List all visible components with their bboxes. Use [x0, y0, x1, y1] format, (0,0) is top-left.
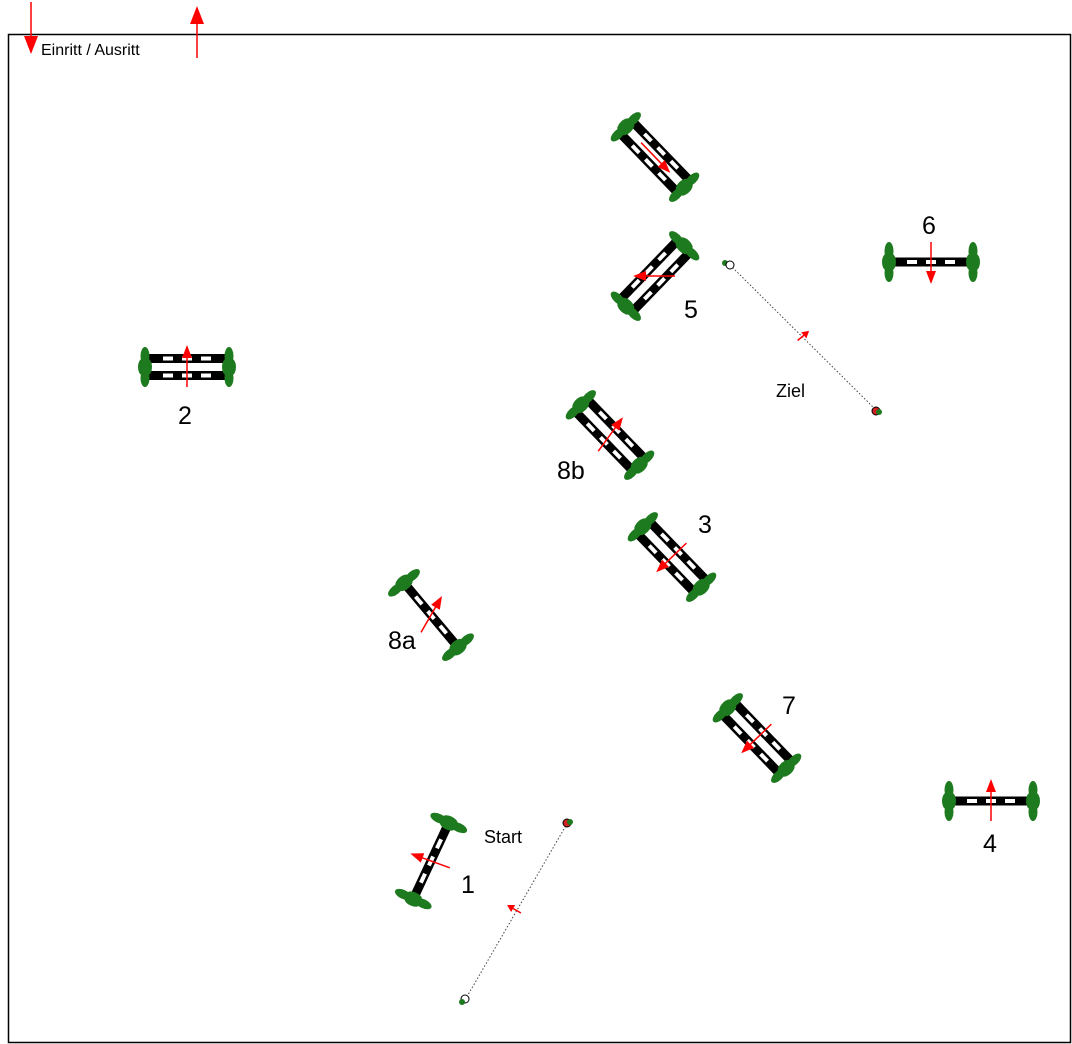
jump-7-label: 7 [782, 692, 796, 720]
jump-3-label: 3 [698, 511, 712, 539]
jump-1 [390, 807, 470, 914]
jump-8a-label: 8a [388, 627, 416, 655]
jump-6-label: 6 [922, 212, 936, 240]
entry-arrow-down [24, 2, 38, 54]
jump-8b-label: 8b [557, 457, 585, 485]
jump-2-label: 2 [178, 402, 192, 430]
jump-6 [882, 241, 980, 285]
start-line [459, 818, 573, 1005]
jump-4-label: 4 [983, 830, 997, 858]
finish-flag-white-icon [725, 260, 735, 270]
start-label: Start [484, 827, 522, 847]
exit-arrow-up [190, 6, 204, 58]
jump-5-upper [607, 108, 704, 206]
finish-line [722, 260, 882, 416]
arena-border [7, 33, 1072, 1044]
jump-5-label: 5 [684, 296, 698, 324]
jump-4 [942, 778, 1040, 822]
jump-1-label: 1 [461, 871, 475, 899]
finish-label: Ziel [776, 381, 805, 401]
entry-label: Einritt / Ausritt [41, 42, 140, 59]
jump-2 [138, 344, 236, 388]
